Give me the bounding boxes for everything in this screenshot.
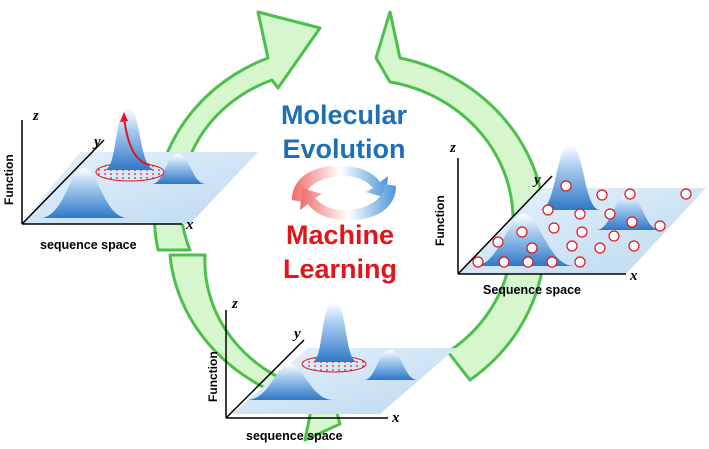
left-climb-arrow — [123, 117, 151, 166]
left-peak-right — [152, 154, 206, 184]
right-y-axis — [457, 175, 553, 275]
cycle-arrow-right — [374, 10, 547, 382]
left-z-label: z — [32, 108, 39, 124]
left-peak-tall — [104, 108, 156, 170]
bottom-peak-small — [246, 364, 334, 400]
right-sample-points — [472, 180, 692, 268]
left-y-label: y — [92, 134, 101, 150]
bottom-peak-right — [364, 350, 418, 380]
left-space-label: sequence space — [40, 238, 137, 252]
bottom-z-label: z — [231, 296, 238, 312]
title-molecular: Molecular — [281, 100, 408, 130]
bottom-x-label: x — [391, 410, 400, 426]
right-z-label: z — [449, 140, 456, 156]
right-y-label: y — [532, 172, 541, 188]
bottom-y-axis — [225, 339, 305, 419]
left-peak-small — [40, 168, 128, 218]
bottom-function-label: Function — [206, 351, 220, 402]
title-machine: Machine — [286, 220, 394, 250]
right-peak-small — [474, 214, 574, 266]
left-y-axis — [21, 139, 105, 225]
panel-bottom: z y x Function sequence space — [206, 296, 456, 443]
exchange-arrows-icon — [292, 165, 396, 221]
right-x-label: x — [629, 268, 638, 284]
right-space-label: Sequence space — [483, 283, 581, 297]
title-evolution: Evolution — [283, 134, 406, 164]
right-peak-right — [596, 194, 660, 230]
right-function-label: Function — [433, 195, 447, 246]
left-x-label: x — [185, 217, 194, 233]
title-learning: Learning — [283, 254, 397, 284]
bottom-peak-tall — [312, 302, 358, 362]
left-function-label: Function — [2, 154, 16, 205]
bottom-y-label: y — [292, 326, 301, 342]
panel-right: z y x Function Sequence space — [433, 140, 706, 297]
right-peak-tall — [540, 144, 600, 210]
bottom-space-label: sequence space — [246, 429, 343, 443]
panel-left: z y x Function sequence space — [2, 108, 258, 252]
